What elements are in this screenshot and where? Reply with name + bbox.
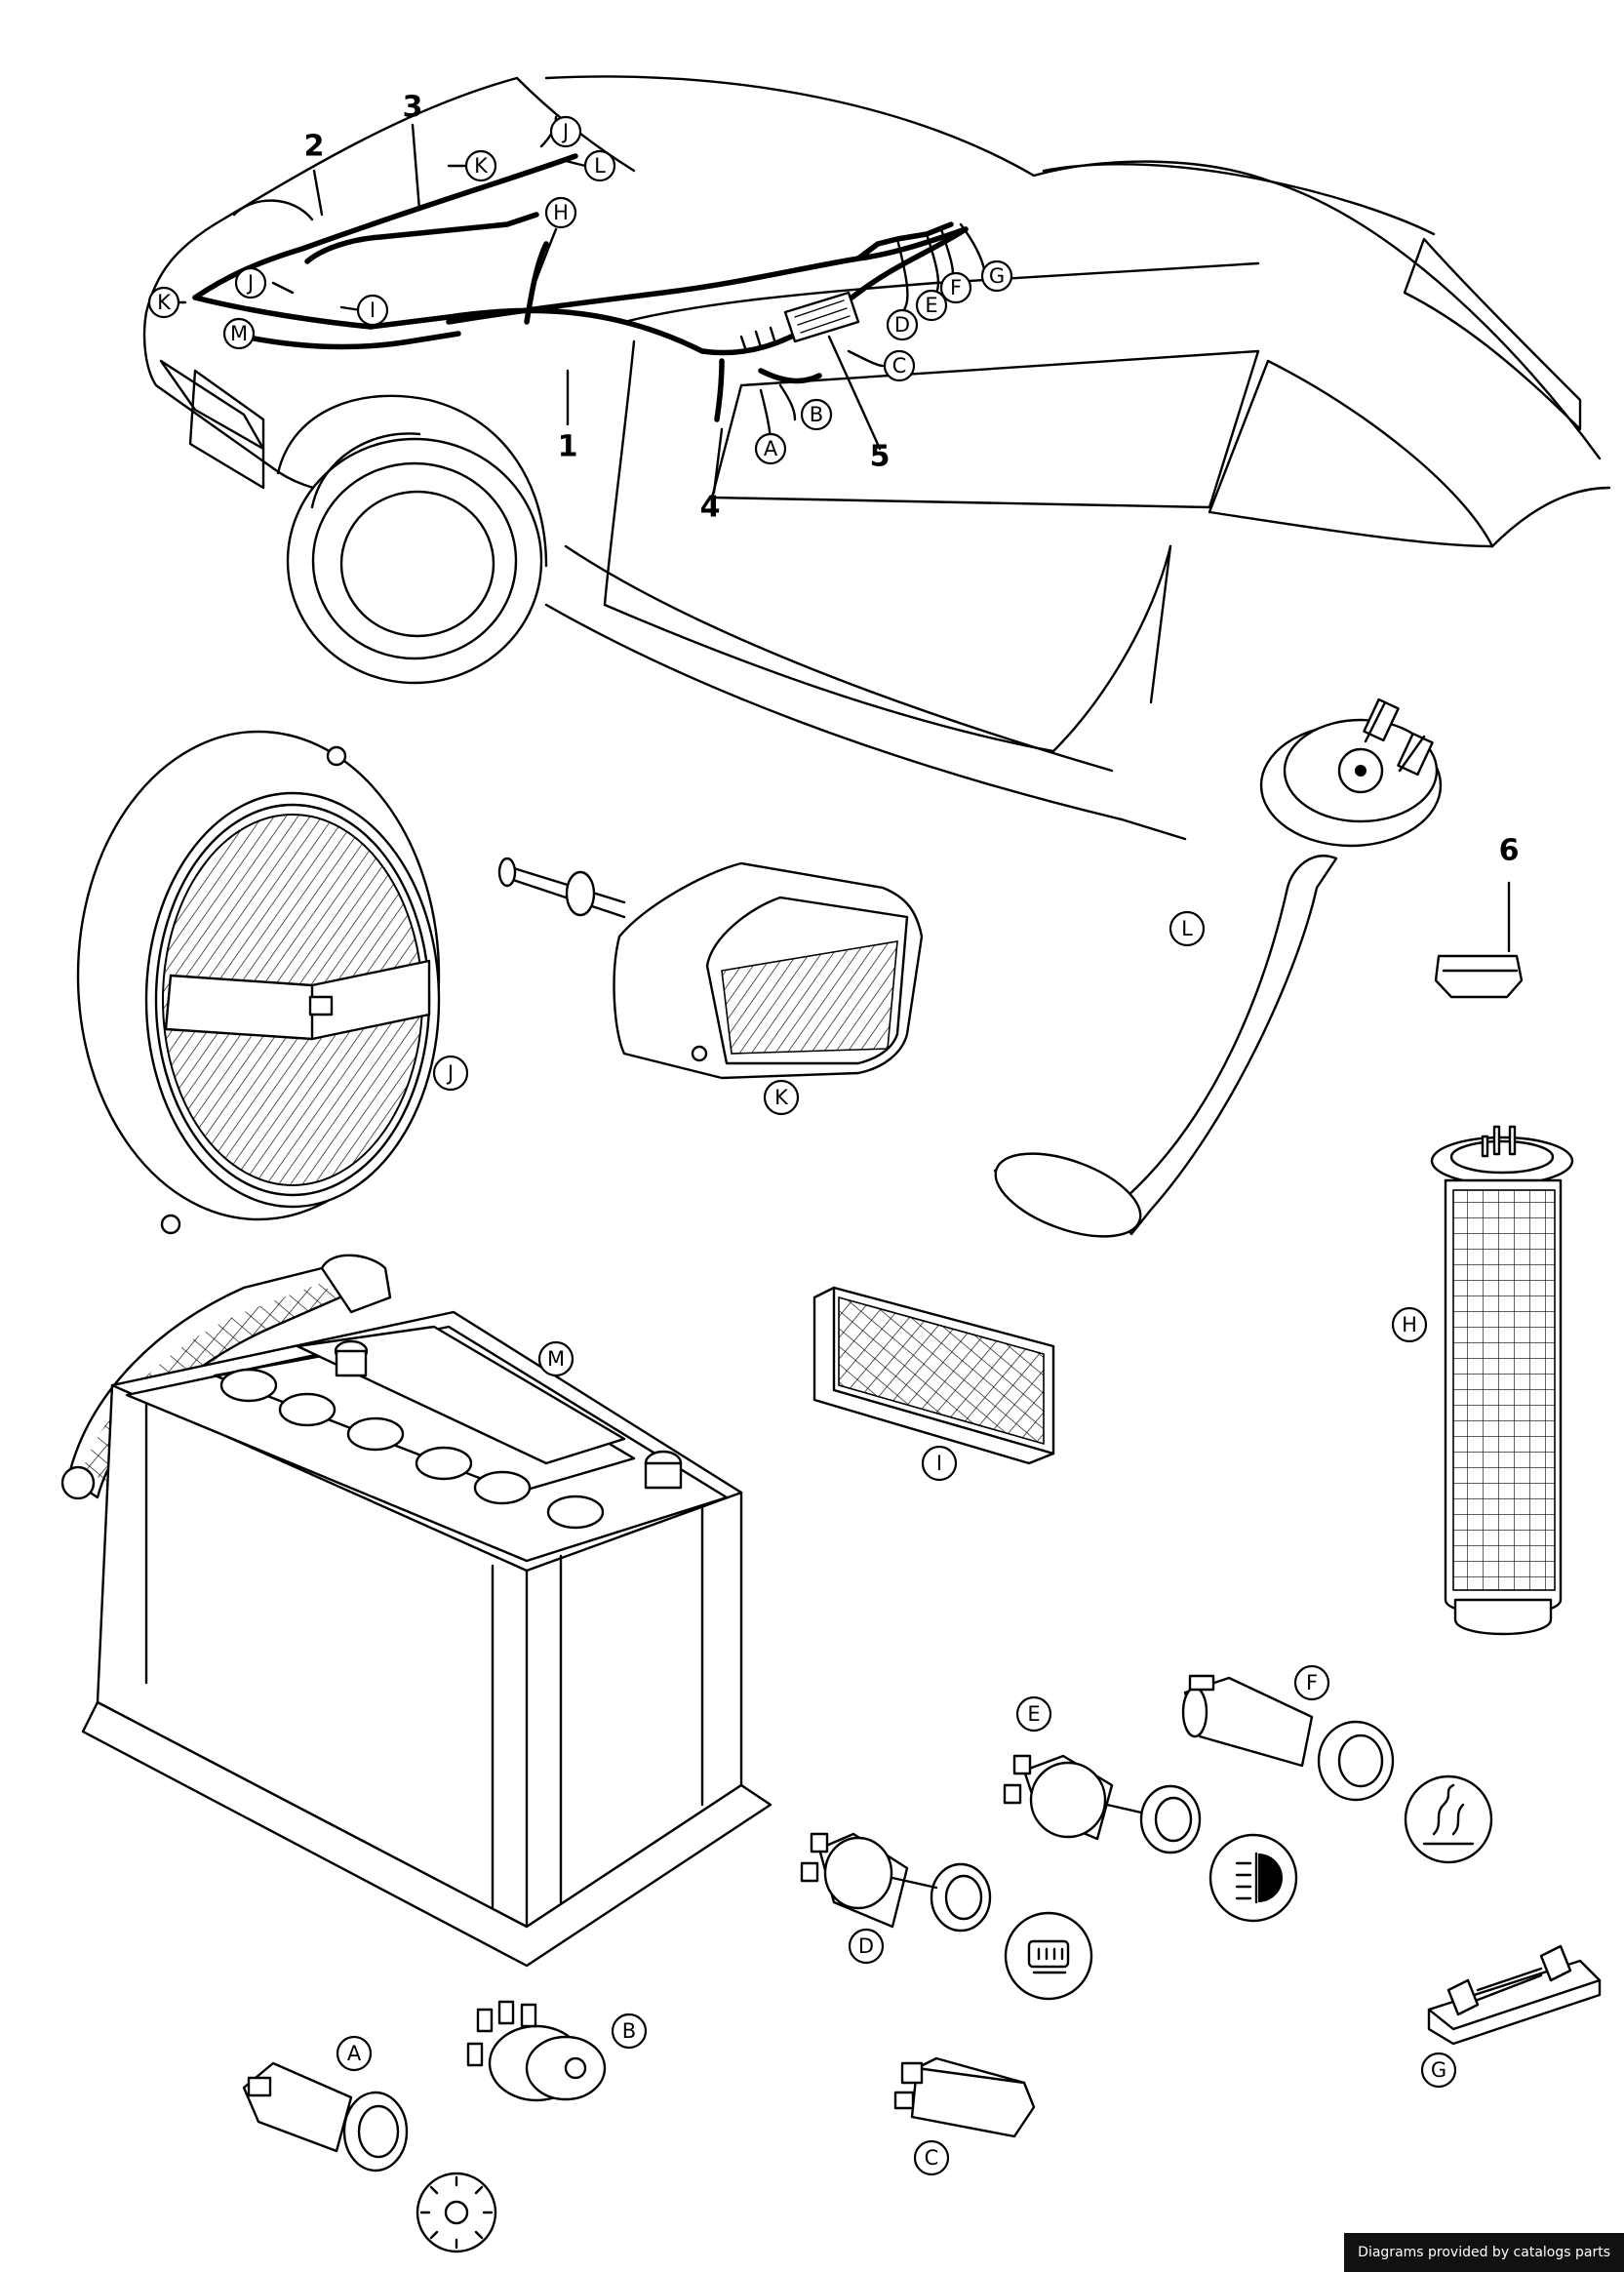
component-callout-e: E — [1015, 1695, 1052, 1733]
svg-text:C: C — [892, 354, 907, 378]
svg-text:G: G — [1431, 2058, 1446, 2082]
harness-callout-j-rear: J — [549, 115, 582, 148]
component-callout-g: G — [1420, 2052, 1457, 2089]
switch-e — [1003, 1754, 1298, 1923]
component-callout-j: J — [432, 1055, 469, 1092]
part-number-labels: 1 2 3 4 5 6 — [304, 91, 1520, 868]
svg-text:A: A — [347, 2042, 362, 2065]
svg-text:D: D — [894, 313, 910, 337]
harness-callout-l: L — [583, 149, 616, 182]
svg-text:K: K — [157, 291, 172, 314]
catalog-credit-footer: Diagrams provided by catalogs parts — [1344, 2233, 1624, 2272]
harness-callout-j-front: J — [234, 266, 267, 299]
svg-text:A: A — [764, 437, 778, 460]
harness-callout-h: H — [544, 196, 577, 229]
harness-callout-g: G — [980, 259, 1013, 293]
part-number-2: 2 — [304, 130, 325, 164]
component-callout-h: H — [1391, 1306, 1428, 1343]
svg-text:J: J — [561, 120, 569, 143]
svg-text:F: F — [1306, 1671, 1318, 1694]
horn-assembly — [993, 698, 1443, 1238]
svg-text:E: E — [925, 294, 937, 317]
svg-text:D: D — [858, 1934, 874, 1958]
svg-text:I: I — [370, 299, 376, 322]
switch-d — [800, 1832, 1093, 2001]
part-number-4: 4 — [700, 491, 721, 525]
svg-text:K: K — [474, 154, 489, 178]
part-number-leaders — [312, 123, 1511, 953]
harness-callout-m: M — [222, 317, 256, 350]
component-callout-f: F — [1293, 1664, 1330, 1701]
headlight-assembly — [76, 730, 441, 1235]
harness-callout-k-rear: K — [464, 149, 497, 182]
component-callout-b: B — [611, 2013, 648, 2050]
fog-light-assembly — [497, 857, 924, 1080]
part-number-1: 1 — [558, 430, 578, 464]
component-callout-c: C — [913, 2139, 950, 2176]
component-callout-a: A — [336, 2035, 373, 2072]
svg-text:C: C — [925, 2146, 939, 2170]
component-callout-k: K — [763, 1079, 800, 1116]
car-body-outline — [142, 75, 1611, 841]
svg-text:H: H — [553, 201, 569, 224]
harness-callout-b: B — [800, 398, 833, 431]
part-number-6: 6 — [1499, 834, 1520, 868]
svg-text:E: E — [1027, 1702, 1040, 1726]
svg-text:G: G — [989, 264, 1005, 288]
harness-callout-f: F — [939, 271, 972, 304]
harness-callouts: K J L H J I K M — [147, 115, 1013, 465]
svg-text:L: L — [1181, 917, 1193, 940]
part-number-5: 5 — [870, 440, 891, 474]
component-callout-l: L — [1168, 910, 1206, 947]
svg-text:F: F — [950, 276, 962, 299]
wiring-harness — [192, 153, 969, 422]
svg-text:K: K — [774, 1086, 789, 1109]
harness-callout-d: D — [886, 308, 919, 341]
harness-callout-i: I — [356, 294, 389, 327]
svg-text:L: L — [594, 154, 606, 178]
harness-callout-e: E — [915, 289, 948, 322]
svg-text:J: J — [246, 271, 254, 295]
switch-f — [1181, 1674, 1493, 1864]
svg-text:B: B — [810, 403, 823, 426]
component-callout-i: I — [921, 1445, 958, 1482]
switch-c — [893, 2056, 1036, 2138]
harness-callout-c: C — [883, 349, 916, 382]
component-callout-m: M — [537, 1340, 574, 1377]
harness-callout-a: A — [754, 432, 787, 465]
harness-callout-k-front: K — [147, 286, 180, 319]
svg-text:M: M — [230, 322, 248, 345]
fuel-sender-assembly — [1430, 954, 1574, 1636]
svg-text:M: M — [547, 1347, 565, 1371]
part-number-3: 3 — [403, 91, 423, 125]
svg-text:B: B — [622, 2019, 636, 2043]
battery-cell-caps — [219, 1368, 605, 1530]
component-callout-d: D — [848, 1928, 885, 1965]
battery-assembly — [60, 1254, 772, 1968]
harness-pigtails — [174, 115, 987, 446]
fuse-box-component — [812, 1286, 1055, 1465]
fuse-box-in-car — [739, 291, 860, 353]
svg-text:H: H — [1402, 1313, 1417, 1336]
svg-text:I: I — [936, 1452, 942, 1475]
switch-a — [242, 2061, 497, 2253]
interior-light-g — [1427, 1944, 1602, 2046]
component-callouts: J K L H I M A B — [336, 910, 1457, 2176]
svg-text:J: J — [446, 1061, 454, 1085]
switch-b — [466, 2000, 607, 2102]
